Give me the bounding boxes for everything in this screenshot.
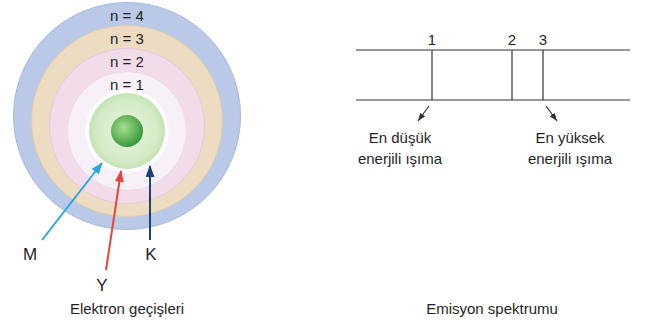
spectral-line xyxy=(511,50,512,100)
transition-arrow xyxy=(106,171,121,270)
label-holder: En yüksek enerjili ışıma xyxy=(520,127,620,169)
shell-label: n = 1 xyxy=(67,71,187,93)
label-holder: 2 xyxy=(497,29,527,50)
shell-label: n = 4 xyxy=(13,2,241,24)
transition-arrow xyxy=(149,166,151,240)
transition-label: M xyxy=(15,243,45,266)
panel-caption: Emisyon spektrumu xyxy=(392,298,592,319)
line-number: 1 xyxy=(417,29,447,50)
shell-circle: n = 1 xyxy=(67,71,187,191)
line-note: En düşük enerjili ışıma xyxy=(350,127,450,169)
label-holder: Emisyon spektrumu xyxy=(392,298,592,319)
nucleus xyxy=(111,115,143,147)
label-holder: K xyxy=(136,243,166,266)
spectral-line xyxy=(431,50,432,100)
label-holder: 3 xyxy=(528,29,558,50)
core-halo xyxy=(85,89,169,173)
line-number: 3 xyxy=(528,29,558,50)
shell-disc xyxy=(14,3,241,230)
pointer-arrow xyxy=(418,106,429,121)
transition-arrow xyxy=(42,163,102,240)
label-holder: En düşük enerjili ışıma xyxy=(350,127,450,169)
inner-orbit xyxy=(89,93,165,169)
panel-caption: Elektron geçişleri xyxy=(27,298,227,319)
label-holder: Y xyxy=(87,274,117,297)
line-number: 2 xyxy=(497,29,527,50)
line-note: En yüksek enerjili ışıma xyxy=(520,127,620,169)
shell-disc xyxy=(32,26,223,217)
transition-label: K xyxy=(136,243,166,266)
pointer-arrow xyxy=(546,106,557,121)
spectrum-border xyxy=(356,99,630,100)
shell-circle: n = 2n = 1 xyxy=(49,48,205,204)
shell-label: n = 2 xyxy=(49,48,205,70)
transition-label: Y xyxy=(87,274,117,297)
shell-circle: n = 3n = 2n = 1 xyxy=(31,25,223,217)
spectral-line xyxy=(542,50,543,100)
label-holder: Elektron geçişleri xyxy=(27,298,227,319)
label-holder: 1 xyxy=(417,29,447,50)
spectrum-border xyxy=(356,49,630,50)
shell-circle: n = 4n = 3n = 2n = 1 xyxy=(13,2,241,230)
label-holder: M xyxy=(15,243,45,266)
shell-disc xyxy=(68,72,187,191)
shell-label: n = 3 xyxy=(31,25,223,47)
shell-disc xyxy=(50,49,205,204)
